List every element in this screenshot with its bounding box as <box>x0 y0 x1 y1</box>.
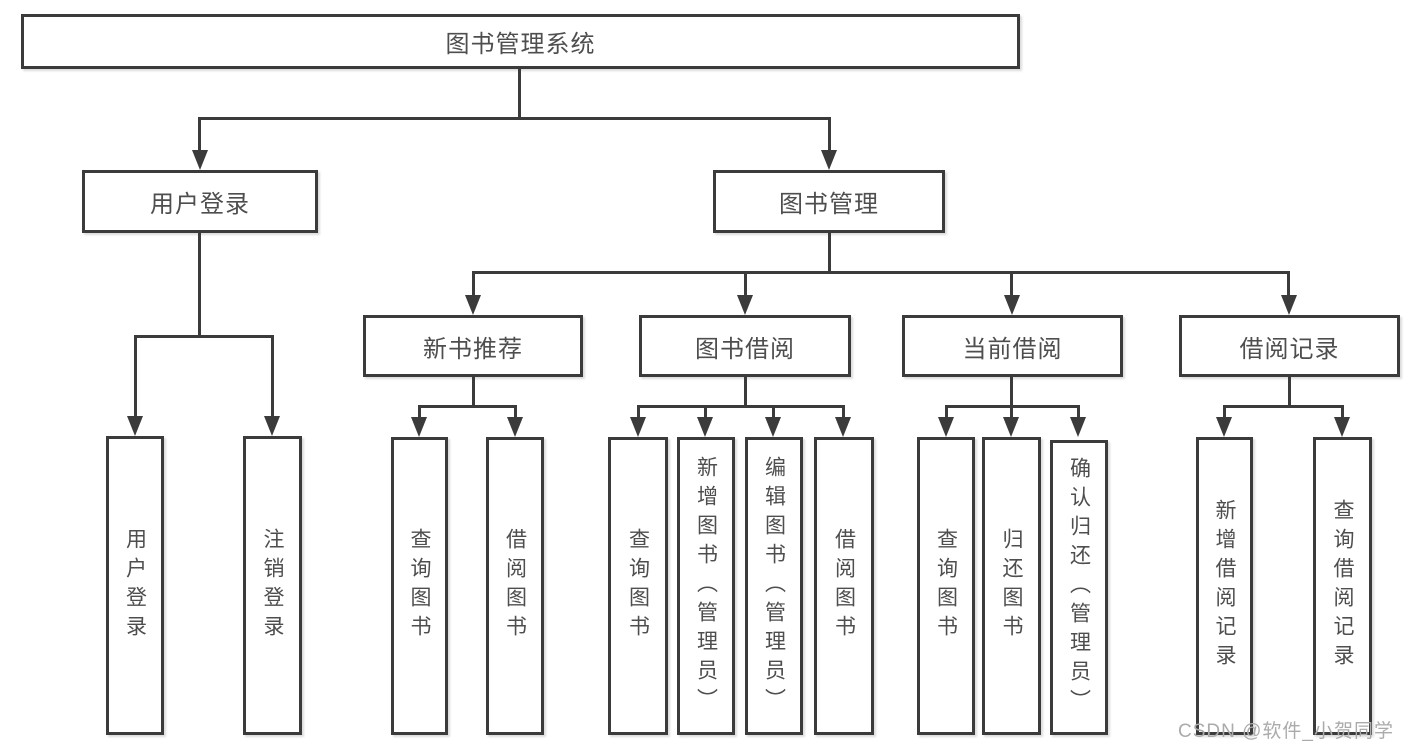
node-cb-confirm-label: 确认归还（管理员） <box>1067 457 1091 718</box>
node-br-add: 新增借阅记录 <box>1196 437 1253 735</box>
connector-root-drop <box>518 69 521 117</box>
arrowhead-bb-add <box>697 417 713 437</box>
csdn-watermark: CSDN @软件_小贺同学 <box>1178 721 1394 742</box>
arrowhead-nb-query <box>411 417 427 437</box>
node-bb-query: 查询图书 <box>608 437 668 735</box>
connector-current-borrow-drop <box>1010 377 1013 405</box>
node-cb-query: 查询图书 <box>917 437 975 735</box>
connector-login-split <box>134 335 273 338</box>
node-bb-edit: 编辑图书（管理员） <box>745 437 803 735</box>
arrowhead-bb-edit <box>765 417 781 437</box>
node-bb-borrow: 借阅图书 <box>814 437 874 735</box>
node-nb-borrow: 借阅图书 <box>486 437 544 735</box>
connector-stem-current-borrow <box>1010 271 1013 297</box>
node-bb-add: 新增图书（管理员） <box>677 437 735 735</box>
node-logout-label: 注销登录 <box>261 527 284 644</box>
node-login-label: 用户登录 <box>123 527 147 644</box>
connector-stem-cb-return <box>1010 405 1013 419</box>
arrowhead-login <box>127 416 143 436</box>
arrowhead-nb-borrow <box>507 417 523 437</box>
connector-stem-cb-confirm <box>1077 405 1080 419</box>
node-new-books-label: 新书推荐 <box>423 335 523 363</box>
connector-stem-borrow-records <box>1287 271 1290 297</box>
node-cb-query-label: 查询图书 <box>934 528 958 644</box>
node-bb-edit-label: 编辑图书（管理员） <box>762 455 786 717</box>
node-br-query-label: 查询借阅记录 <box>1331 499 1354 673</box>
connector-stem-logout <box>271 335 274 418</box>
connector-book-mgmt-drop <box>828 233 831 273</box>
connector-l3-horizontal <box>472 271 1289 274</box>
node-book-mgmt: 图书管理 <box>713 170 945 233</box>
node-root: 图书管理系统 <box>21 14 1020 69</box>
arrowhead-book-borrow <box>737 295 753 315</box>
node-borrow-records: 借阅记录 <box>1179 315 1400 377</box>
node-bb-borrow-label: 借阅图书 <box>832 528 856 644</box>
connector-stem-book-borrow <box>744 271 747 297</box>
arrowhead-bb-query <box>630 417 646 437</box>
node-bb-add-label: 新增图书（管理员） <box>694 455 718 717</box>
node-book-mgmt-label: 图书管理 <box>779 191 879 218</box>
arrowhead-cb-confirm <box>1070 417 1086 437</box>
node-br-add-label: 新增借阅记录 <box>1213 499 1236 673</box>
connector-user-login-drop <box>198 233 201 335</box>
arrowhead-br-query <box>1334 417 1350 437</box>
node-logout: 注销登录 <box>243 436 302 735</box>
connector-l2-horizontal <box>198 117 831 120</box>
connector-stem-cb-query <box>945 405 948 419</box>
node-book-borrow: 图书借阅 <box>639 315 851 377</box>
node-br-query: 查询借阅记录 <box>1313 437 1372 735</box>
node-cb-confirm: 确认归还（管理员） <box>1050 440 1108 735</box>
connector-stem-bb-borrow <box>842 405 845 419</box>
node-user-login-label: 用户登录 <box>150 191 250 218</box>
connector-stem-new-books <box>472 271 475 297</box>
arrowhead-cb-query <box>938 417 954 437</box>
node-root-label: 图书管理系统 <box>445 31 596 58</box>
node-user-login: 用户登录 <box>82 170 318 233</box>
node-cb-return-label: 归还图书 <box>1000 528 1023 644</box>
node-borrow-records-label: 借阅记录 <box>1239 335 1340 363</box>
arrowhead-bb-borrow <box>835 417 851 437</box>
connector-stem-br-query <box>1341 405 1344 419</box>
connector-borrow-records-split <box>1223 405 1344 408</box>
connector-stem-user-login <box>198 117 201 152</box>
connector-borrow-records-drop <box>1288 377 1291 405</box>
node-nb-borrow-label: 借阅图书 <box>503 528 527 644</box>
node-current-borrow: 当前借阅 <box>902 315 1123 377</box>
arrowhead-br-add <box>1216 417 1232 437</box>
arrowhead-logout <box>264 416 280 436</box>
arrowhead-borrow-records <box>1281 295 1297 315</box>
node-nb-query-label: 查询图书 <box>408 528 431 644</box>
node-login: 用户登录 <box>106 436 164 735</box>
connector-book-borrow-drop <box>744 377 747 405</box>
connector-new-books-split <box>418 405 516 408</box>
arrowhead-user-login <box>192 150 208 170</box>
connector-stem-bb-query <box>637 405 640 419</box>
connector-stem-br-add <box>1223 405 1226 419</box>
node-new-books: 新书推荐 <box>363 315 583 377</box>
arrowhead-current-borrow <box>1004 295 1020 315</box>
connector-stem-book-mgmt <box>828 117 831 152</box>
connector-stem-bb-edit <box>772 405 775 419</box>
arrowhead-book-mgmt <box>821 150 837 170</box>
connector-stem-login <box>134 335 137 418</box>
connector-new-books-drop <box>472 377 475 405</box>
connector-book-borrow-split <box>637 405 845 408</box>
node-bb-query-label: 查询图书 <box>626 528 650 644</box>
node-cb-return: 归还图书 <box>982 437 1041 735</box>
arrowhead-cb-return <box>1003 417 1019 437</box>
connector-stem-nb-query <box>418 405 421 419</box>
arrowhead-new-books <box>465 295 481 315</box>
node-book-borrow-label: 图书借阅 <box>695 335 795 363</box>
connector-stem-bb-add <box>704 405 707 419</box>
node-nb-query: 查询图书 <box>391 437 448 735</box>
node-current-borrow-label: 当前借阅 <box>962 335 1063 363</box>
connector-stem-nb-borrow <box>514 405 517 419</box>
